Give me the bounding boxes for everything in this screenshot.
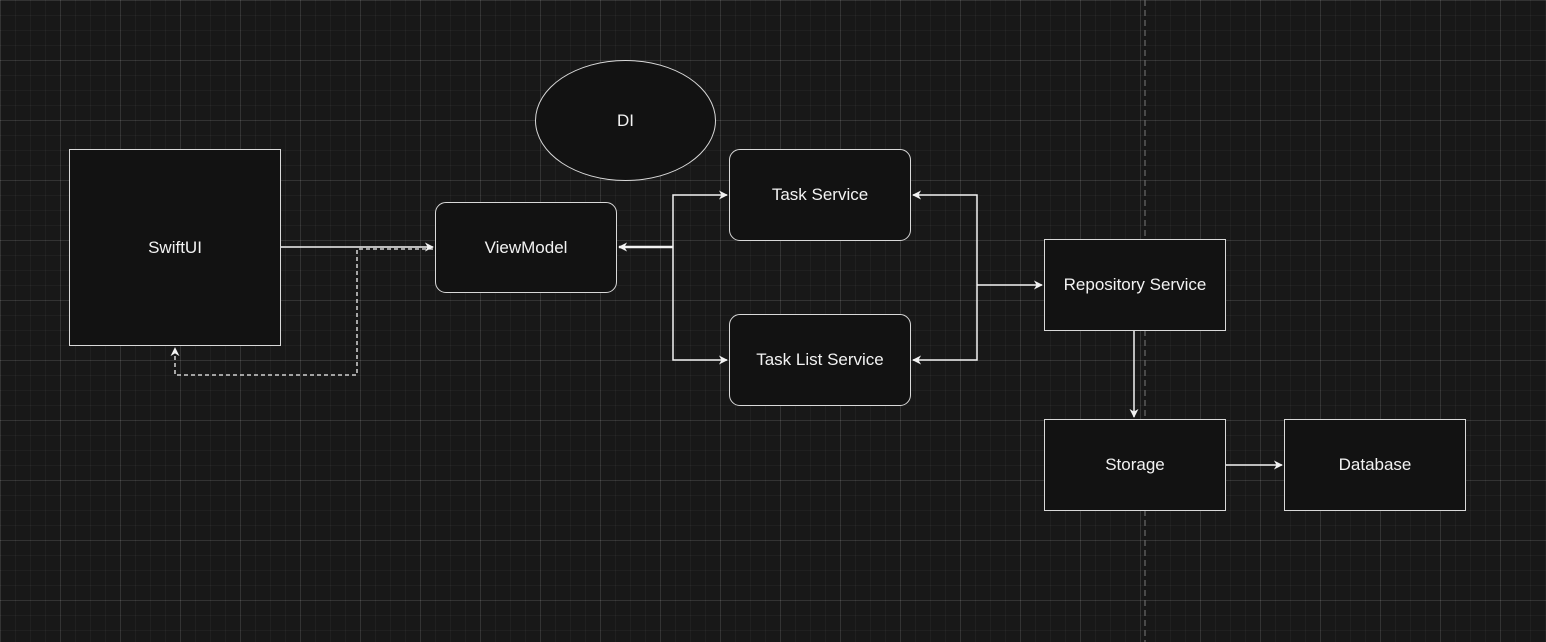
repository-service-label: Repository Service: [1063, 275, 1207, 294]
task-service-node[interactable]: Task Service: [729, 149, 911, 241]
edge-viewmodel-to-task-service[interactable]: [672, 190, 728, 247]
edge-repository-to-task-service[interactable]: [912, 190, 978, 285]
storage-node[interactable]: Storage: [1044, 419, 1226, 511]
task-list-service-node[interactable]: Task List Service: [729, 314, 911, 406]
di-label: DI: [617, 110, 634, 130]
di-node[interactable]: DI: [535, 60, 716, 181]
task-service-label: Task Service: [771, 185, 869, 204]
swiftui-label: SwiftUI: [148, 237, 202, 257]
storage-label: Storage: [1105, 455, 1165, 474]
viewmodel-label: ViewModel: [484, 237, 568, 257]
repository-service-node[interactable]: Repository Service: [1044, 239, 1226, 331]
edge-repository-to-task-list-service[interactable]: [912, 285, 978, 365]
swiftui-node[interactable]: SwiftUI: [69, 149, 281, 346]
database-node[interactable]: Database: [1284, 419, 1466, 511]
viewmodel-node[interactable]: ViewModel: [435, 202, 617, 293]
edge-viewmodel-to-swiftui-dashed[interactable]: [170, 248, 433, 376]
database-label: Database: [1338, 455, 1412, 474]
edge-viewmodel-to-task-list-service[interactable]: [672, 247, 728, 365]
task-list-service-label: Task List Service: [756, 350, 884, 369]
